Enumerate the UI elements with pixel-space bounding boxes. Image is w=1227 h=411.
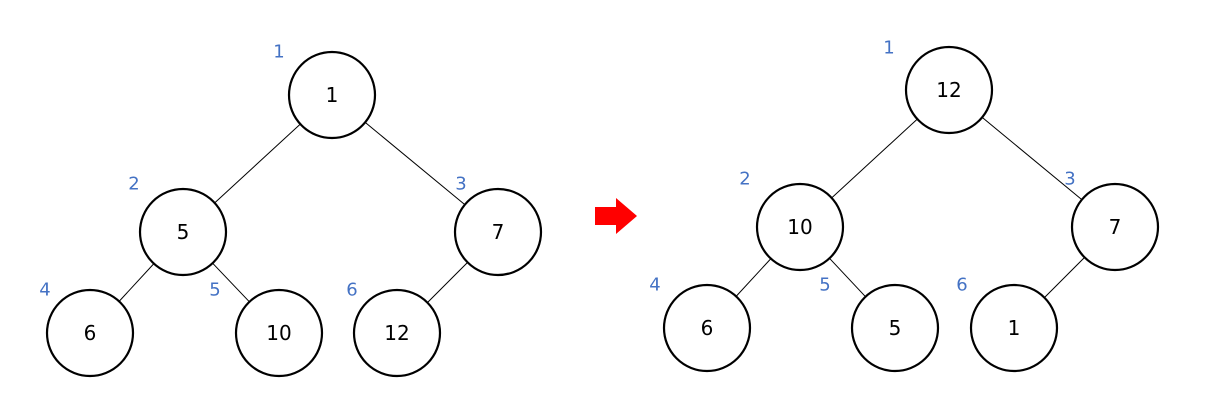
edge-before-2-4 (118, 263, 155, 302)
node-index-label: 5 (209, 280, 220, 301)
node-index-label: 1 (883, 38, 894, 59)
node-after-3 (1070, 182, 1160, 272)
node-after-5 (850, 283, 940, 373)
edge-after-2-4 (735, 258, 772, 297)
node-value: 12 (384, 321, 409, 345)
edge-before-1-3 (364, 122, 466, 205)
tree-after: 12 1 10 2 7 3 6 4 5 5 1 6 (649, 38, 1160, 373)
node-after-6 (969, 283, 1059, 373)
edge-after-1-3 (981, 117, 1083, 200)
edge-after-3-6 (1044, 257, 1085, 298)
tree-before: 1 1 5 2 7 3 6 4 10 5 12 6 (39, 42, 543, 378)
node-index-label: 4 (39, 280, 50, 301)
node-value: 7 (1109, 215, 1122, 239)
node-value: 5 (889, 316, 902, 340)
edge-after-1-2 (831, 118, 918, 199)
node-index-label: 3 (455, 174, 466, 195)
node-value: 6 (84, 321, 97, 345)
node-index-label: 4 (649, 275, 660, 296)
node-value: 10 (266, 321, 291, 345)
node-before-3 (453, 187, 543, 277)
edge-before-1-2 (214, 123, 301, 204)
node-index-label: 2 (128, 174, 139, 195)
node-value: 10 (787, 215, 812, 239)
node-before-2 (138, 187, 228, 277)
node-index-label: 2 (739, 169, 750, 190)
node-index-label: 5 (819, 275, 830, 296)
node-after-2 (755, 182, 845, 272)
edge-before-3-6 (427, 262, 468, 303)
node-index-label: 6 (956, 275, 967, 296)
node-value: 12 (936, 78, 961, 102)
node-value: 1 (326, 83, 339, 107)
node-value: 1 (1008, 316, 1021, 340)
node-before-4 (45, 288, 135, 378)
right-arrow-icon (595, 198, 637, 234)
node-index-label: 3 (1064, 169, 1075, 190)
node-before-5 (234, 288, 324, 378)
edge-before-2-5 (212, 262, 250, 303)
node-before-6 (352, 288, 442, 378)
node-after-4 (662, 283, 752, 373)
node-after-1 (904, 45, 994, 135)
edge-after-2-5 (829, 257, 866, 298)
node-before-1 (287, 50, 377, 140)
node-value: 7 (492, 220, 505, 244)
node-value: 5 (177, 220, 190, 244)
node-index-label: 6 (346, 280, 357, 301)
node-index-label: 1 (273, 42, 284, 63)
node-value: 6 (701, 316, 714, 340)
